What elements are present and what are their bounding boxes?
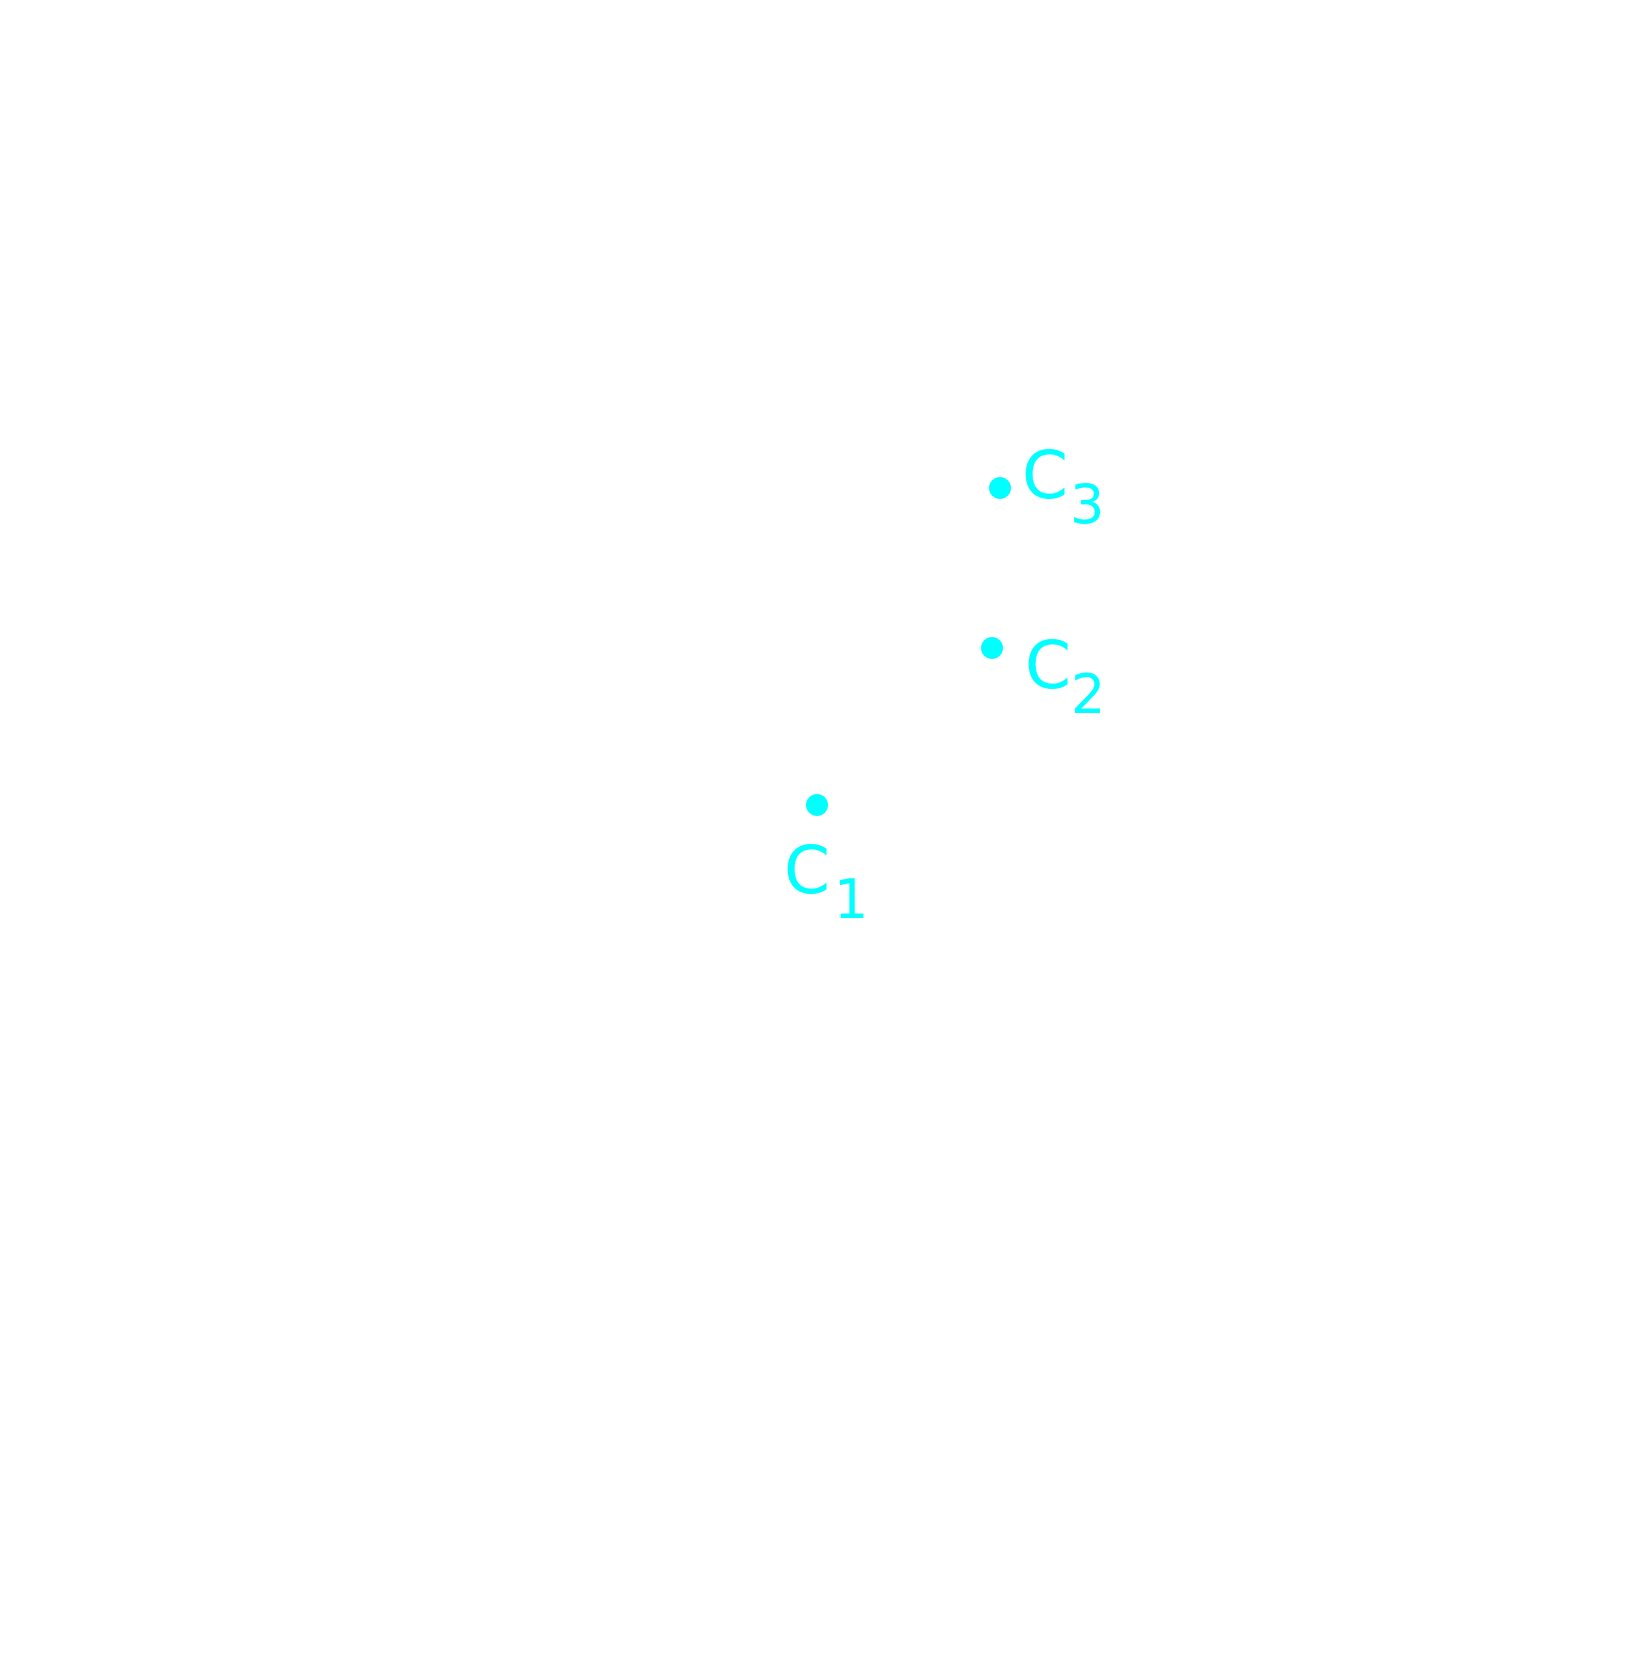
point-c2-letter: C: [1025, 627, 1071, 704]
point-c3: C 3: [989, 437, 1104, 536]
point-c2-subscript: 2: [1071, 663, 1105, 726]
point-c1: C 1: [784, 794, 868, 931]
point-c3-letter: C: [1022, 437, 1068, 514]
point-c1-dot: [806, 794, 828, 816]
point-c3-dot: [989, 477, 1011, 499]
point-c1-letter: C: [784, 832, 830, 909]
point-c3-subscript: 3: [1070, 473, 1104, 536]
point-c2-dot: [981, 637, 1003, 659]
point-c1-subscript: 1: [834, 868, 868, 931]
point-c2: C 2: [981, 627, 1105, 726]
